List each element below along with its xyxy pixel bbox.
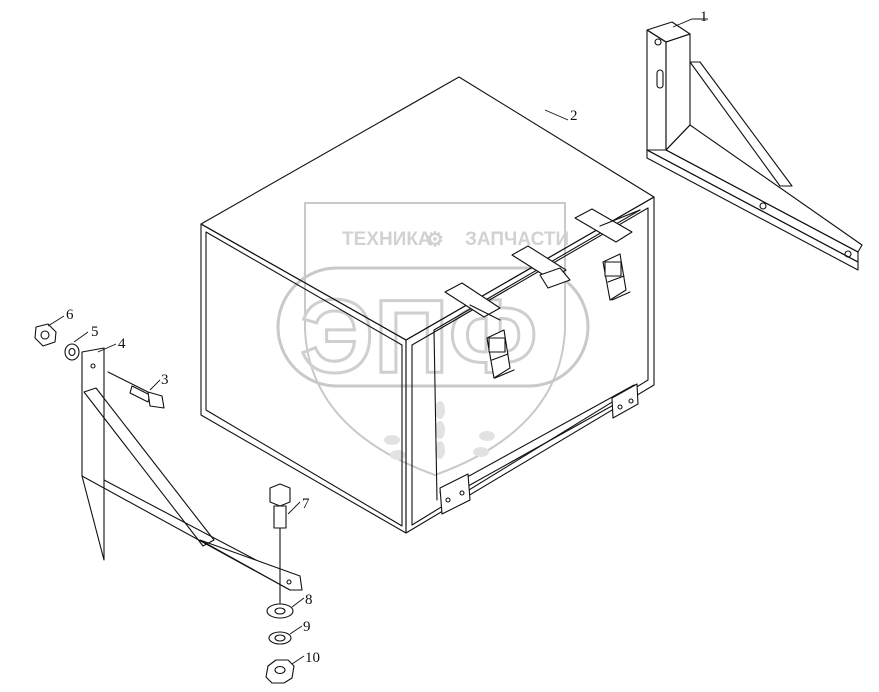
part-nut-10 [265,659,295,684]
watermark-logo: ТЕХНИКА ⚙ ЗАПЧАСТИ ЭПФ [276,202,590,477]
callout-1: 1 [700,9,708,25]
callout-6: 6 [66,307,74,323]
box-latch-left [486,329,515,379]
callout-3: 3 [161,372,169,388]
callout-10: 10 [305,650,320,666]
bracket-right-vertical-front [646,29,667,151]
box-lid-edge [433,329,438,501]
bolt-3-axis [107,371,149,393]
bracket-left-diagonal-brace [83,387,215,547]
bracket-right-vertical-side [665,33,691,151]
callout-2: 2 [570,108,578,124]
part-bolt-3 [107,371,165,409]
bracket-right-horizontal-top [665,124,863,253]
watermark-pill-shape [276,266,590,388]
part-bolt-7 [269,483,291,607]
bolt-7-shank [273,505,287,529]
part-bracket-left [81,347,303,591]
bracket-left-vertical [81,347,105,561]
leader-lines [47,18,708,665]
box-front-face [405,196,655,534]
callout-7: 7 [302,496,310,512]
box-latch-right [602,253,631,301]
box-left-face-inner [205,231,403,527]
part-bracket-right [646,21,863,271]
part-lock-washer-9 [268,631,292,645]
bracket-right-horizontal-bottom [646,149,859,271]
callout-9: 9 [303,619,311,635]
callout-8: 8 [305,592,313,608]
bracket-right-diagonal-brace [689,61,793,187]
bolt-7-head [269,483,291,507]
bracket-right-top [646,21,691,43]
watermark-text-zapchasti: ЗАПЧАСТИ [465,229,569,250]
bracket-left-foot [199,539,303,591]
part-washer-8 [266,603,294,619]
watermark-text-technika: ТЕХНИКА [342,229,432,250]
watermark-wheat-icon [384,401,495,460]
box-front-face-inner [411,207,649,526]
bolt-3-head [147,391,165,409]
watermark-gear-icon: ⚙ [426,229,444,251]
box-bottom-rail [439,383,639,515]
bolt-3-shank [129,385,151,403]
callout-4: 4 [118,336,126,352]
box-hinge-straps [444,208,641,321]
part-washer-5 [64,343,80,361]
part-nut-6 [34,323,57,347]
part-box [200,76,655,534]
callout-5: 5 [91,324,99,340]
